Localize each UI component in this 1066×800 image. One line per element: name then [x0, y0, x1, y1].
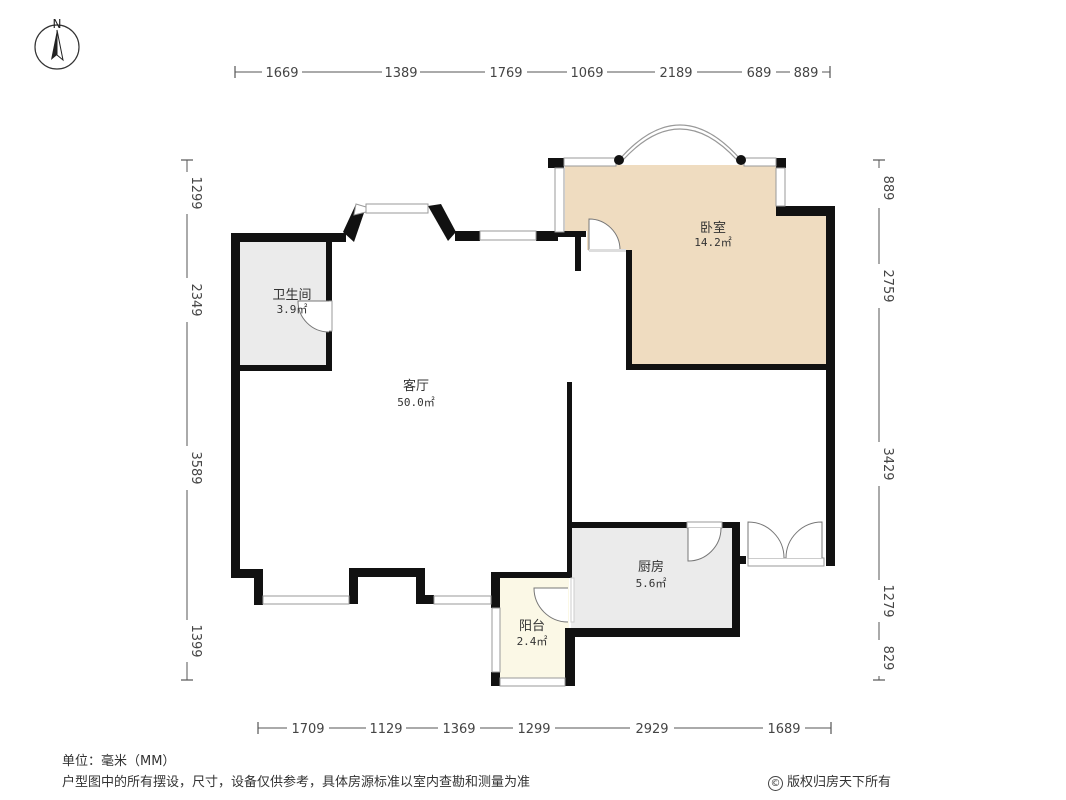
room-label-balcony: 阳台 2.4㎡ [517, 619, 548, 648]
dimension-bottom: 1709 1129 1369 1299 2929 1689 [257, 718, 832, 738]
bay-window-arc [614, 124, 746, 165]
bathroom-name: 卫生间 [272, 288, 311, 303]
dim-left-4: 1399 [188, 624, 203, 657]
room-label-bathroom: 卫生间 3.9㎡ [272, 288, 311, 316]
dim-bottom-5: 2929 [635, 722, 668, 737]
dim-top-2: 1389 [384, 66, 417, 81]
dim-right-4: 1279 [880, 584, 895, 617]
dim-left-3: 3589 [188, 451, 203, 484]
dim-bottom-1: 1709 [291, 722, 324, 737]
dim-left-1: 1299 [188, 176, 203, 209]
dim-bottom-3: 1369 [442, 722, 475, 737]
dim-top-1: 1669 [265, 66, 298, 81]
room-label-kitchen: 厨房 5.6㎡ [636, 559, 667, 590]
dim-bottom-6: 1689 [767, 722, 800, 737]
north-arrow-icon: N [34, 17, 80, 70]
dim-top-4: 1069 [570, 66, 603, 81]
dimension-top: 1669 1389 1769 1069 2189 689 889 [234, 62, 831, 82]
copyright-icon: © [768, 776, 783, 791]
dimension-left: 1299 2349 3589 1399 [177, 159, 203, 681]
bedroom-name: 卧室 [700, 220, 726, 236]
kitchen-name: 厨房 [638, 559, 664, 575]
room-label-bedroom: 卧室 14.2㎡ [694, 220, 732, 249]
dim-top-3: 1769 [489, 66, 522, 81]
dim-top-6: 689 [747, 66, 772, 81]
dim-bottom-4: 1299 [517, 722, 550, 737]
dim-right-1: 889 [880, 176, 895, 201]
bedroom-area: 14.2㎡ [694, 236, 732, 249]
dim-right-5: 829 [880, 646, 895, 671]
dim-top-5: 2189 [659, 66, 692, 81]
living-room-name: 客厅 [403, 378, 429, 394]
doors [297, 218, 823, 623]
balcony-name: 阳台 [519, 619, 545, 634]
kitchen-area: 5.6㎡ [636, 577, 667, 590]
unit-label: 单位：毫米（MM） [62, 754, 176, 769]
copyright: © 版权归房天下所有 [768, 771, 891, 791]
bathroom-area: 3.9㎡ [277, 303, 308, 316]
dim-top-7: 889 [794, 66, 819, 81]
dimension-right: 889 2759 3429 1279 829 [869, 159, 895, 681]
walls [231, 158, 835, 686]
balcony-area: 2.4㎡ [517, 635, 548, 648]
disclaimer-text: 户型图中的所有摆设，尺寸，设备仅供参考，具体房源标准以室内查勘和测量为准 [62, 775, 531, 790]
dim-left-2: 2349 [188, 283, 203, 316]
dim-right-2: 2759 [880, 269, 895, 302]
copyright-text: 版权归房天下所有 [787, 775, 892, 790]
dim-bottom-2: 1129 [369, 722, 402, 737]
room-label-living: 客厅 50.0㎡ [397, 378, 435, 409]
north-label: N [53, 17, 62, 31]
dim-right-3: 3429 [880, 447, 895, 480]
living-room-area: 50.0㎡ [397, 396, 435, 409]
bedroom-fill [565, 165, 826, 367]
